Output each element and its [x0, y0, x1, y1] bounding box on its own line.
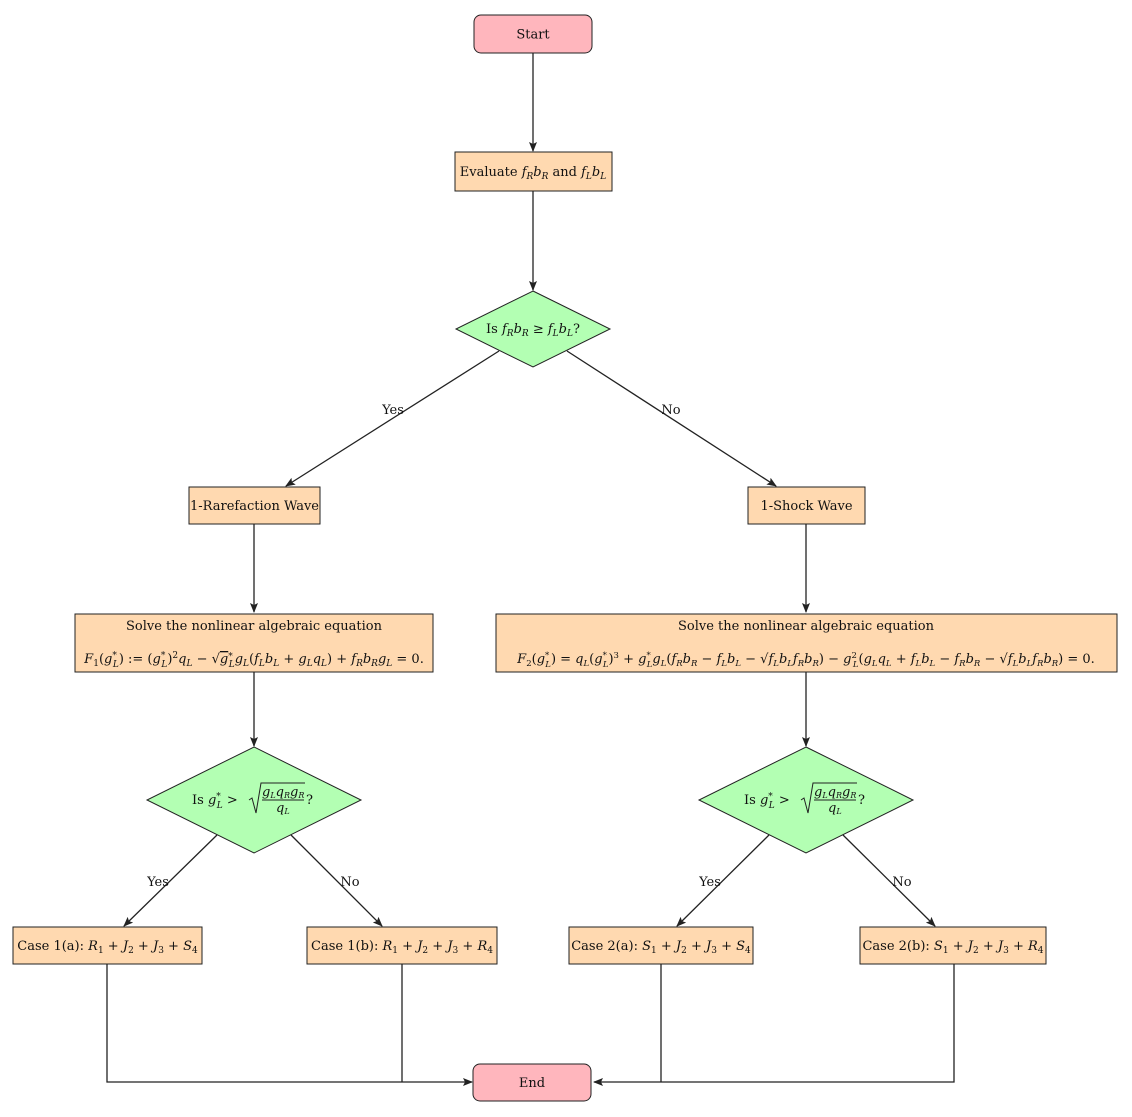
case1a-node: Case 1(a): R1 + J2 + J3 + S4 — [12, 926, 203, 965]
label-yes-main: Yes — [381, 403, 404, 418]
shock-node: 1-Shock Wave — [747, 486, 866, 525]
label-no-main: No — [661, 403, 680, 418]
case1b-label: Case 1(b): R1 + J2 + J3 + R4 — [311, 939, 493, 956]
edge-left-case1a — [123, 834, 218, 927]
rarefaction-node: 1-Rarefaction Wave — [188, 486, 321, 525]
case2a-node: Case 2(a): S1 + J2 + J3 + S4 — [568, 926, 754, 965]
decision-right-label: Is g*L > — [744, 792, 790, 811]
start-node: Start — [473, 14, 593, 54]
decision-main-label: Is fRbR ≥ fLbL? — [486, 322, 580, 339]
evaluate-node: Evaluate fRbR and fLbL — [454, 151, 613, 192]
svg-text:gLqRgR: gLqRgR — [814, 785, 856, 800]
evaluate-label: Evaluate fRbR and fLbL — [460, 165, 606, 182]
solve-left-title: Solve the nonlinear algebraic equation — [126, 619, 383, 634]
edge-right-case2a — [676, 834, 770, 927]
case1a-label: Case 1(a): R1 + J2 + J3 + S4 — [17, 939, 198, 956]
edge-case2b-end — [593, 964, 955, 1086]
label-yes-right: Yes — [698, 875, 721, 890]
svg-text:gLqRgR: gLqRgR — [262, 785, 304, 800]
edges — [106, 53, 955, 1086]
start-label: Start — [516, 28, 550, 43]
label-yes-left: Yes — [146, 875, 169, 890]
decision-left-label: Is g*L > — [192, 792, 238, 811]
case1b-node: Case 1(b): R1 + J2 + J3 + R4 — [306, 926, 498, 965]
edge-labels: Yes No Yes No Yes No — [146, 403, 912, 890]
edge-right-case2b — [842, 834, 936, 927]
solve-left-node: Solve the nonlinear algebraic equation F… — [74, 613, 434, 673]
label-no-left: No — [340, 875, 359, 890]
edge-case1a-end — [106, 964, 473, 1086]
end-node: End — [472, 1063, 592, 1102]
case2b-label: Case 2(b): S1 + J2 + J3 + R4 — [862, 939, 1043, 956]
case2a-label: Case 2(a): S1 + J2 + J3 + S4 — [571, 939, 751, 956]
decision-right-node: Is g*L > gLqRgR qL ? — [697, 746, 915, 854]
label-no-right: No — [892, 875, 911, 890]
rarefaction-label: 1-Rarefaction Wave — [190, 499, 319, 514]
svg-text:?: ? — [858, 793, 865, 808]
solve-right-title: Solve the nonlinear algebraic equation — [678, 619, 935, 634]
decision-left-node: Is g*L > gLqRgR qL ? — [145, 746, 363, 854]
edge-left-case1b — [290, 834, 383, 927]
svg-text:?: ? — [306, 793, 313, 808]
solve-right-node: Solve the nonlinear algebraic equation F… — [495, 613, 1118, 673]
edge-decision-shock — [566, 350, 777, 487]
solve-right-equation: F2(g*L) = qL(g*L)3 + g*LgL(fRbR − fLbL −… — [516, 651, 1095, 670]
end-label: End — [519, 1076, 545, 1091]
decision-main-node: Is fRbR ≥ fLbL? — [454, 290, 612, 368]
edge-decision-rarefaction — [285, 350, 500, 487]
decision-left-fraction: gLqRgR qL ? — [248, 782, 313, 816]
case2b-node: Case 2(b): S1 + J2 + J3 + R4 — [859, 926, 1047, 965]
shock-label: 1-Shock Wave — [760, 499, 852, 514]
solve-left-equation: F1(g*L) := (g*L)2qL − √g*LgL(fLbL + gLqL… — [83, 651, 424, 670]
